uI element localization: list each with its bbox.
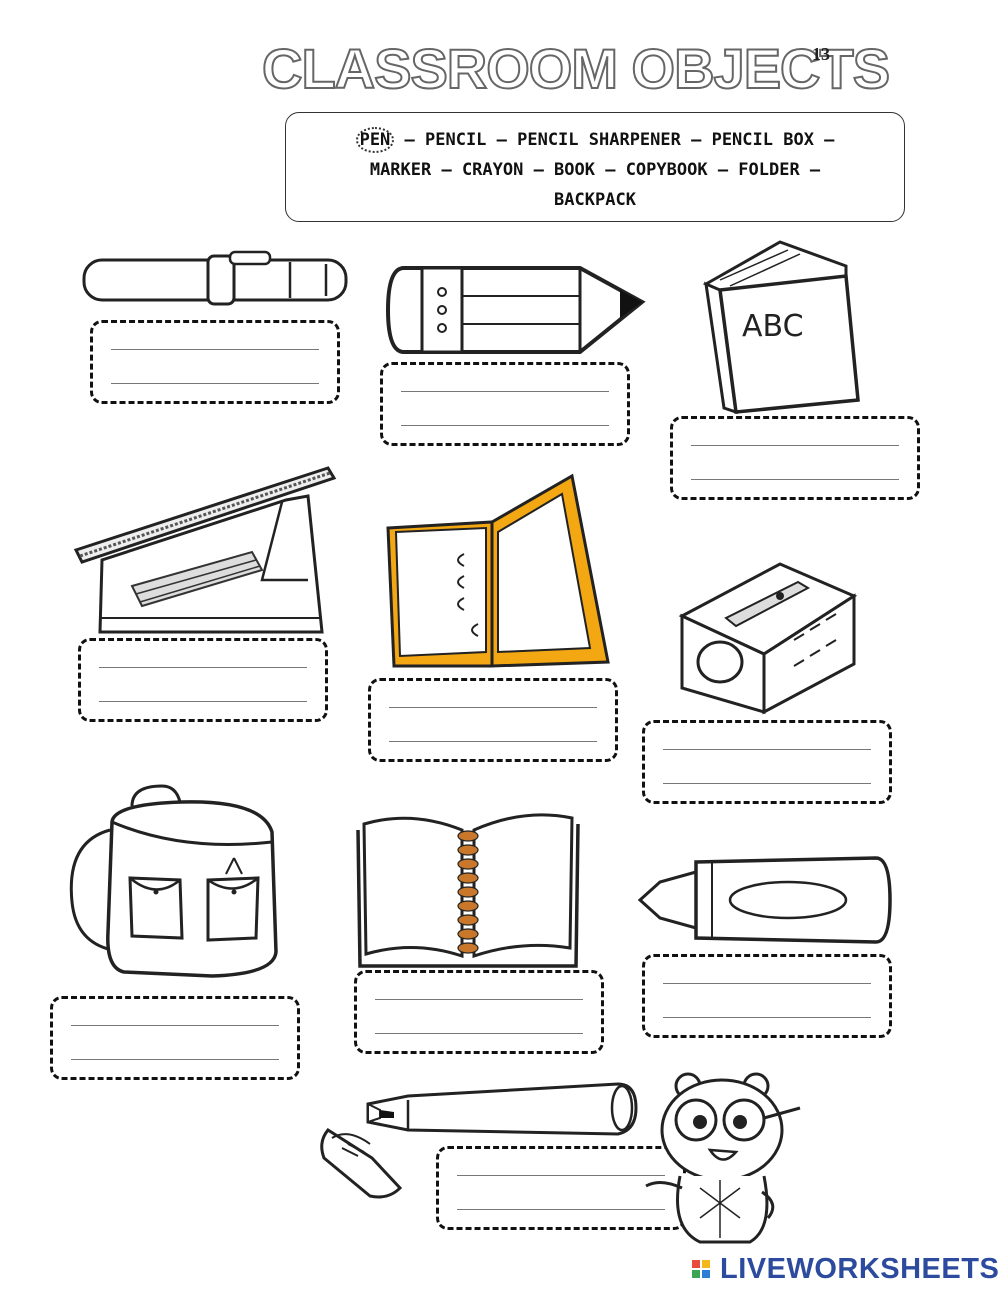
pen-icon — [82, 250, 348, 306]
copybook-icon — [356, 813, 580, 968]
answer-box-copybook[interactable] — [354, 970, 604, 1054]
word-bank-line-2: MARKER – CRAYON – BOOK – COPYBOOK – FOLD… — [369, 160, 821, 180]
word-bank: PEN – PENCIL – PENCIL SHARPENER – PENCIL… — [285, 112, 905, 222]
answer-box-book[interactable] — [670, 416, 920, 500]
liveworksheets-logo: LIVEWORKSHEETS — [690, 1252, 999, 1286]
page-title: CLASSROOM OBJECTS — [261, 36, 891, 101]
pencil-icon — [385, 266, 646, 354]
word-bank-example-word: PEN — [355, 127, 395, 153]
answer-box-backpack[interactable] — [50, 996, 300, 1080]
book-icon: ABC — [702, 240, 860, 414]
folder-icon — [386, 473, 610, 668]
pencil-sharpener-icon — [678, 562, 858, 715]
answer-box-pencil[interactable] — [380, 362, 630, 446]
word-bank-line-1: PEN – PENCIL – PENCIL SHARPENER – PENCIL… — [300, 125, 890, 155]
answer-box-folder[interactable] — [368, 678, 618, 762]
liveworksheets-logo-icon — [692, 1260, 710, 1278]
answer-box-pen[interactable] — [90, 320, 340, 404]
backpack-icon — [69, 784, 278, 978]
liveworksheets-logo-text: LIVEWORKSHEETS — [720, 1252, 1000, 1285]
crayon-icon — [637, 856, 892, 944]
pencil-box-icon — [73, 466, 337, 634]
answer-box-pencil-box[interactable] — [78, 638, 328, 722]
answer-box-crayon[interactable] — [642, 954, 892, 1038]
answer-box-pencil-sharpener[interactable] — [642, 720, 892, 804]
page-number: 13 — [812, 44, 830, 64]
mascot-character — [645, 1072, 801, 1244]
word-bank-line-3: BACKPACK — [554, 190, 636, 210]
marker-icon — [320, 1082, 638, 1199]
word-bank-line-1-text: – PENCIL – PENCIL SHARPENER – PENCIL BOX… — [394, 130, 835, 150]
book-cover-text: ABC — [742, 309, 804, 344]
